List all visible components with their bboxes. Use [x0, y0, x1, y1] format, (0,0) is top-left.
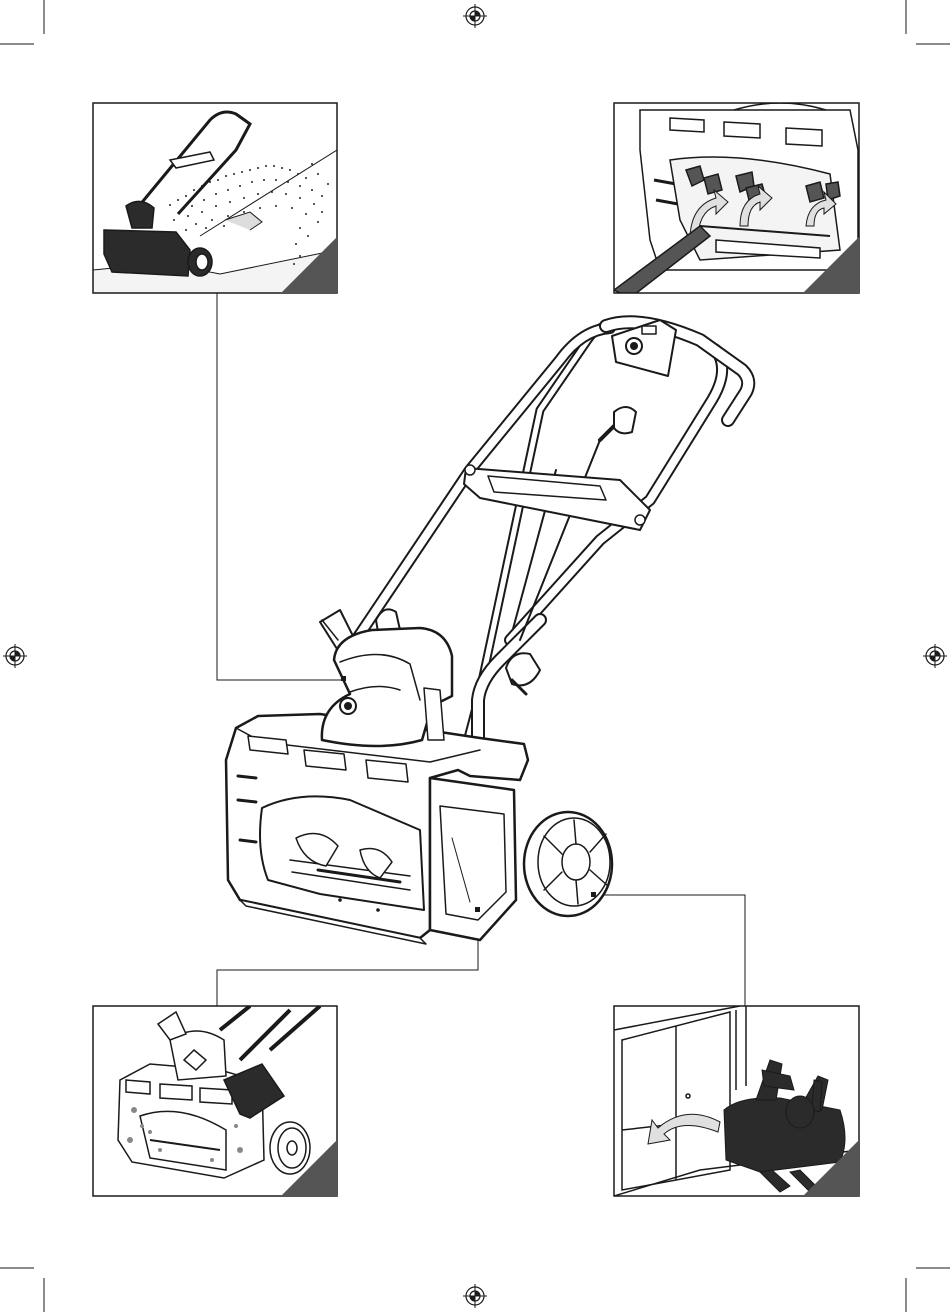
- panel-top-left: [93, 103, 337, 293]
- snow-thrower-illustration: [226, 320, 748, 944]
- panel-top-right: [614, 103, 859, 298]
- discharge-chute: [322, 628, 452, 746]
- registration-mark-left: [3, 644, 27, 668]
- registration-mark-bottom: [463, 1284, 487, 1308]
- panel-bottom-left: [93, 1006, 337, 1196]
- cross-brace: [464, 465, 650, 530]
- leader-line-wheel: [596, 895, 745, 1006]
- registration-mark-right: [923, 644, 947, 668]
- panel-bottom-right: [614, 1006, 859, 1196]
- registration-mark-top: [463, 4, 487, 28]
- rear-wheel: [524, 812, 612, 916]
- housing-body: [226, 714, 528, 944]
